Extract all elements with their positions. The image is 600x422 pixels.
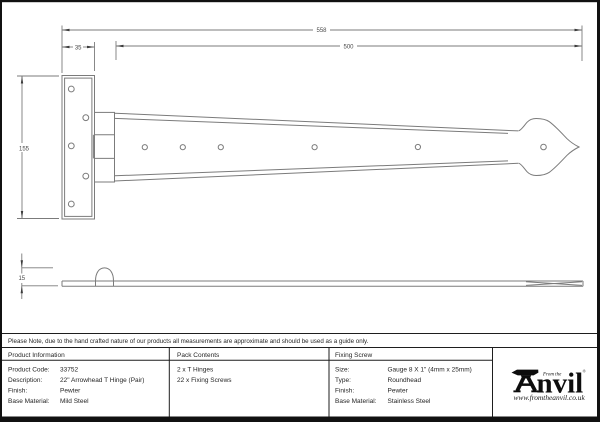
svg-text:Product Code:: Product Code:: [8, 366, 50, 373]
svg-text:35: 35: [75, 45, 82, 51]
svg-text:155: 155: [19, 147, 30, 153]
svg-text:Product Information: Product Information: [8, 352, 65, 359]
svg-text:Roundhead: Roundhead: [388, 377, 422, 384]
svg-text:Finish:: Finish:: [8, 387, 27, 394]
svg-text:22 x Fixing Screws: 22 x Fixing Screws: [177, 377, 232, 384]
svg-text:Size:: Size:: [335, 366, 350, 373]
svg-text:Pack Contents: Pack Contents: [177, 352, 220, 359]
svg-text:Stainless Steel: Stainless Steel: [388, 398, 432, 405]
svg-text:Description:: Description:: [8, 377, 43, 384]
svg-text:Finish:: Finish:: [335, 387, 354, 394]
svg-text:®: ®: [583, 369, 587, 374]
svg-text:15: 15: [18, 276, 25, 282]
svg-text:Base Material:: Base Material:: [335, 398, 377, 405]
svg-text:558: 558: [316, 28, 327, 34]
svg-text:Pewter: Pewter: [60, 387, 81, 394]
svg-text:Gauge 8 X 1" (4mm x 25mm): Gauge 8 X 1" (4mm x 25mm): [388, 366, 472, 373]
svg-text:nvil: nvil: [537, 368, 584, 400]
svg-text:2 x T Hinges: 2 x T Hinges: [177, 366, 214, 373]
svg-text:Pewter: Pewter: [388, 387, 409, 394]
svg-text:33752: 33752: [60, 366, 78, 373]
svg-text:Base Material:: Base Material:: [8, 398, 50, 405]
svg-text:Mild Steel: Mild Steel: [60, 398, 89, 405]
svg-text:www.fromtheanvil.co.uk: www.fromtheanvil.co.uk: [514, 393, 586, 402]
svg-text:Please Note, due to the hand c: Please Note, due to the hand crafted nat…: [8, 338, 369, 345]
svg-text:From the: From the: [542, 373, 562, 378]
svg-text:Fixing Screw: Fixing Screw: [335, 352, 373, 359]
svg-text:22" Arrowhead T Hinge (Pair): 22" Arrowhead T Hinge (Pair): [60, 377, 144, 384]
svg-text:Type:: Type:: [335, 377, 351, 384]
svg-text:500: 500: [343, 44, 354, 50]
